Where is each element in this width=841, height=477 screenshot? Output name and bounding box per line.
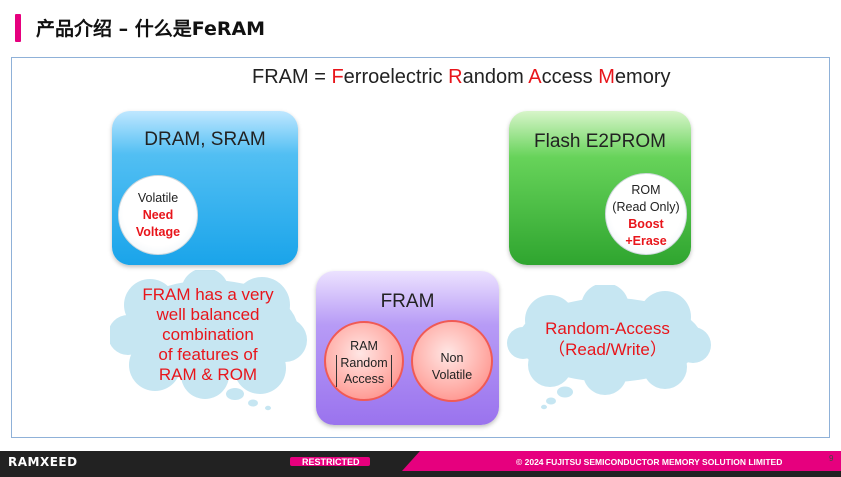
need-label: Need — [142, 208, 174, 222]
dram-sram-box: DRAM, SRAM Volatile Need Voltage — [112, 111, 298, 265]
headline-letter-f: F — [331, 66, 344, 88]
headline-prefix: FRAM = — [252, 66, 332, 88]
footer-pink-band — [290, 451, 841, 471]
headline-letter-m: M — [598, 66, 615, 88]
page-title: 产品介绍 – 什么是FeRAM — [36, 18, 266, 40]
flash-e2prom-box: Flash E2PROM ROM (Read Only) Boost +Eras… — [509, 111, 691, 265]
headline-letter-a: A — [528, 66, 542, 88]
cloud-right-shape — [507, 285, 711, 410]
boost-label: Boost — [628, 217, 664, 231]
rom-label: ROM — [631, 183, 661, 197]
erase-label: +Erase — [625, 234, 667, 248]
cloud-left-line: FRAM has a very — [142, 285, 274, 304]
read-only-label: (Read Only) — [612, 200, 680, 214]
ramxeed-logo: RAMXEED — [8, 455, 78, 469]
page-number: 9 — [829, 454, 834, 463]
cloud-left-line: of features of — [158, 345, 258, 364]
copyright-text: © 2024 FUJITSU SEMICONDUCTOR MEMORY SOLU… — [516, 457, 783, 467]
volatile-label: Volatile — [431, 368, 473, 382]
rom-circle: ROM (Read Only) Boost +Erase — [605, 173, 687, 255]
fram-definition-headline: FRAM = Ferroelectric Random Access Memor… — [252, 66, 671, 89]
non-volatile-circle: Non Volatile — [411, 320, 493, 402]
cloud-left-shape — [110, 270, 307, 411]
access-label: Access — [343, 372, 385, 386]
non-label: Non — [440, 351, 464, 365]
voltage-label: Voltage — [135, 225, 181, 239]
dram-sram-title: DRAM, SRAM — [144, 129, 266, 150]
headline-letter-r: R — [448, 66, 463, 88]
title-accent-bar — [15, 14, 21, 42]
cloud-left-line: RAM & ROM — [158, 365, 258, 384]
classification-label: RESTRICTED — [302, 457, 360, 467]
headline-word-r: andom — [462, 66, 529, 88]
volatile-label: Volatile — [137, 191, 179, 205]
cloud-left-line: combination — [162, 325, 254, 344]
cloud-right-text: Random-Access （Read/Write） — [520, 318, 695, 360]
cloud-right-line: Random-Access — [545, 319, 670, 338]
cloud-left-line: well balanced — [156, 305, 260, 324]
ram-random-access-circle: RAM Random Access — [324, 321, 404, 401]
cloud-left-text: FRAM has a very well balanced combinatio… — [118, 285, 298, 385]
volatile-circle: Volatile Need Voltage — [118, 175, 198, 255]
random-access-bracket: Random Access — [336, 355, 392, 387]
random-label: Random — [340, 356, 388, 370]
headline-word-m: emory — [614, 66, 671, 88]
cloud-right-line: （Read/Write） — [548, 340, 667, 359]
flash-e2prom-title: Flash E2PROM — [534, 131, 666, 152]
fram-box: FRAM RAM Random Access Non Volatile — [316, 271, 499, 425]
ram-label: RAM — [350, 339, 378, 353]
headline-word-f: erroelectric — [343, 66, 449, 88]
fram-box-title: FRAM — [380, 291, 435, 312]
headline-word-a: ccess — [541, 66, 599, 88]
